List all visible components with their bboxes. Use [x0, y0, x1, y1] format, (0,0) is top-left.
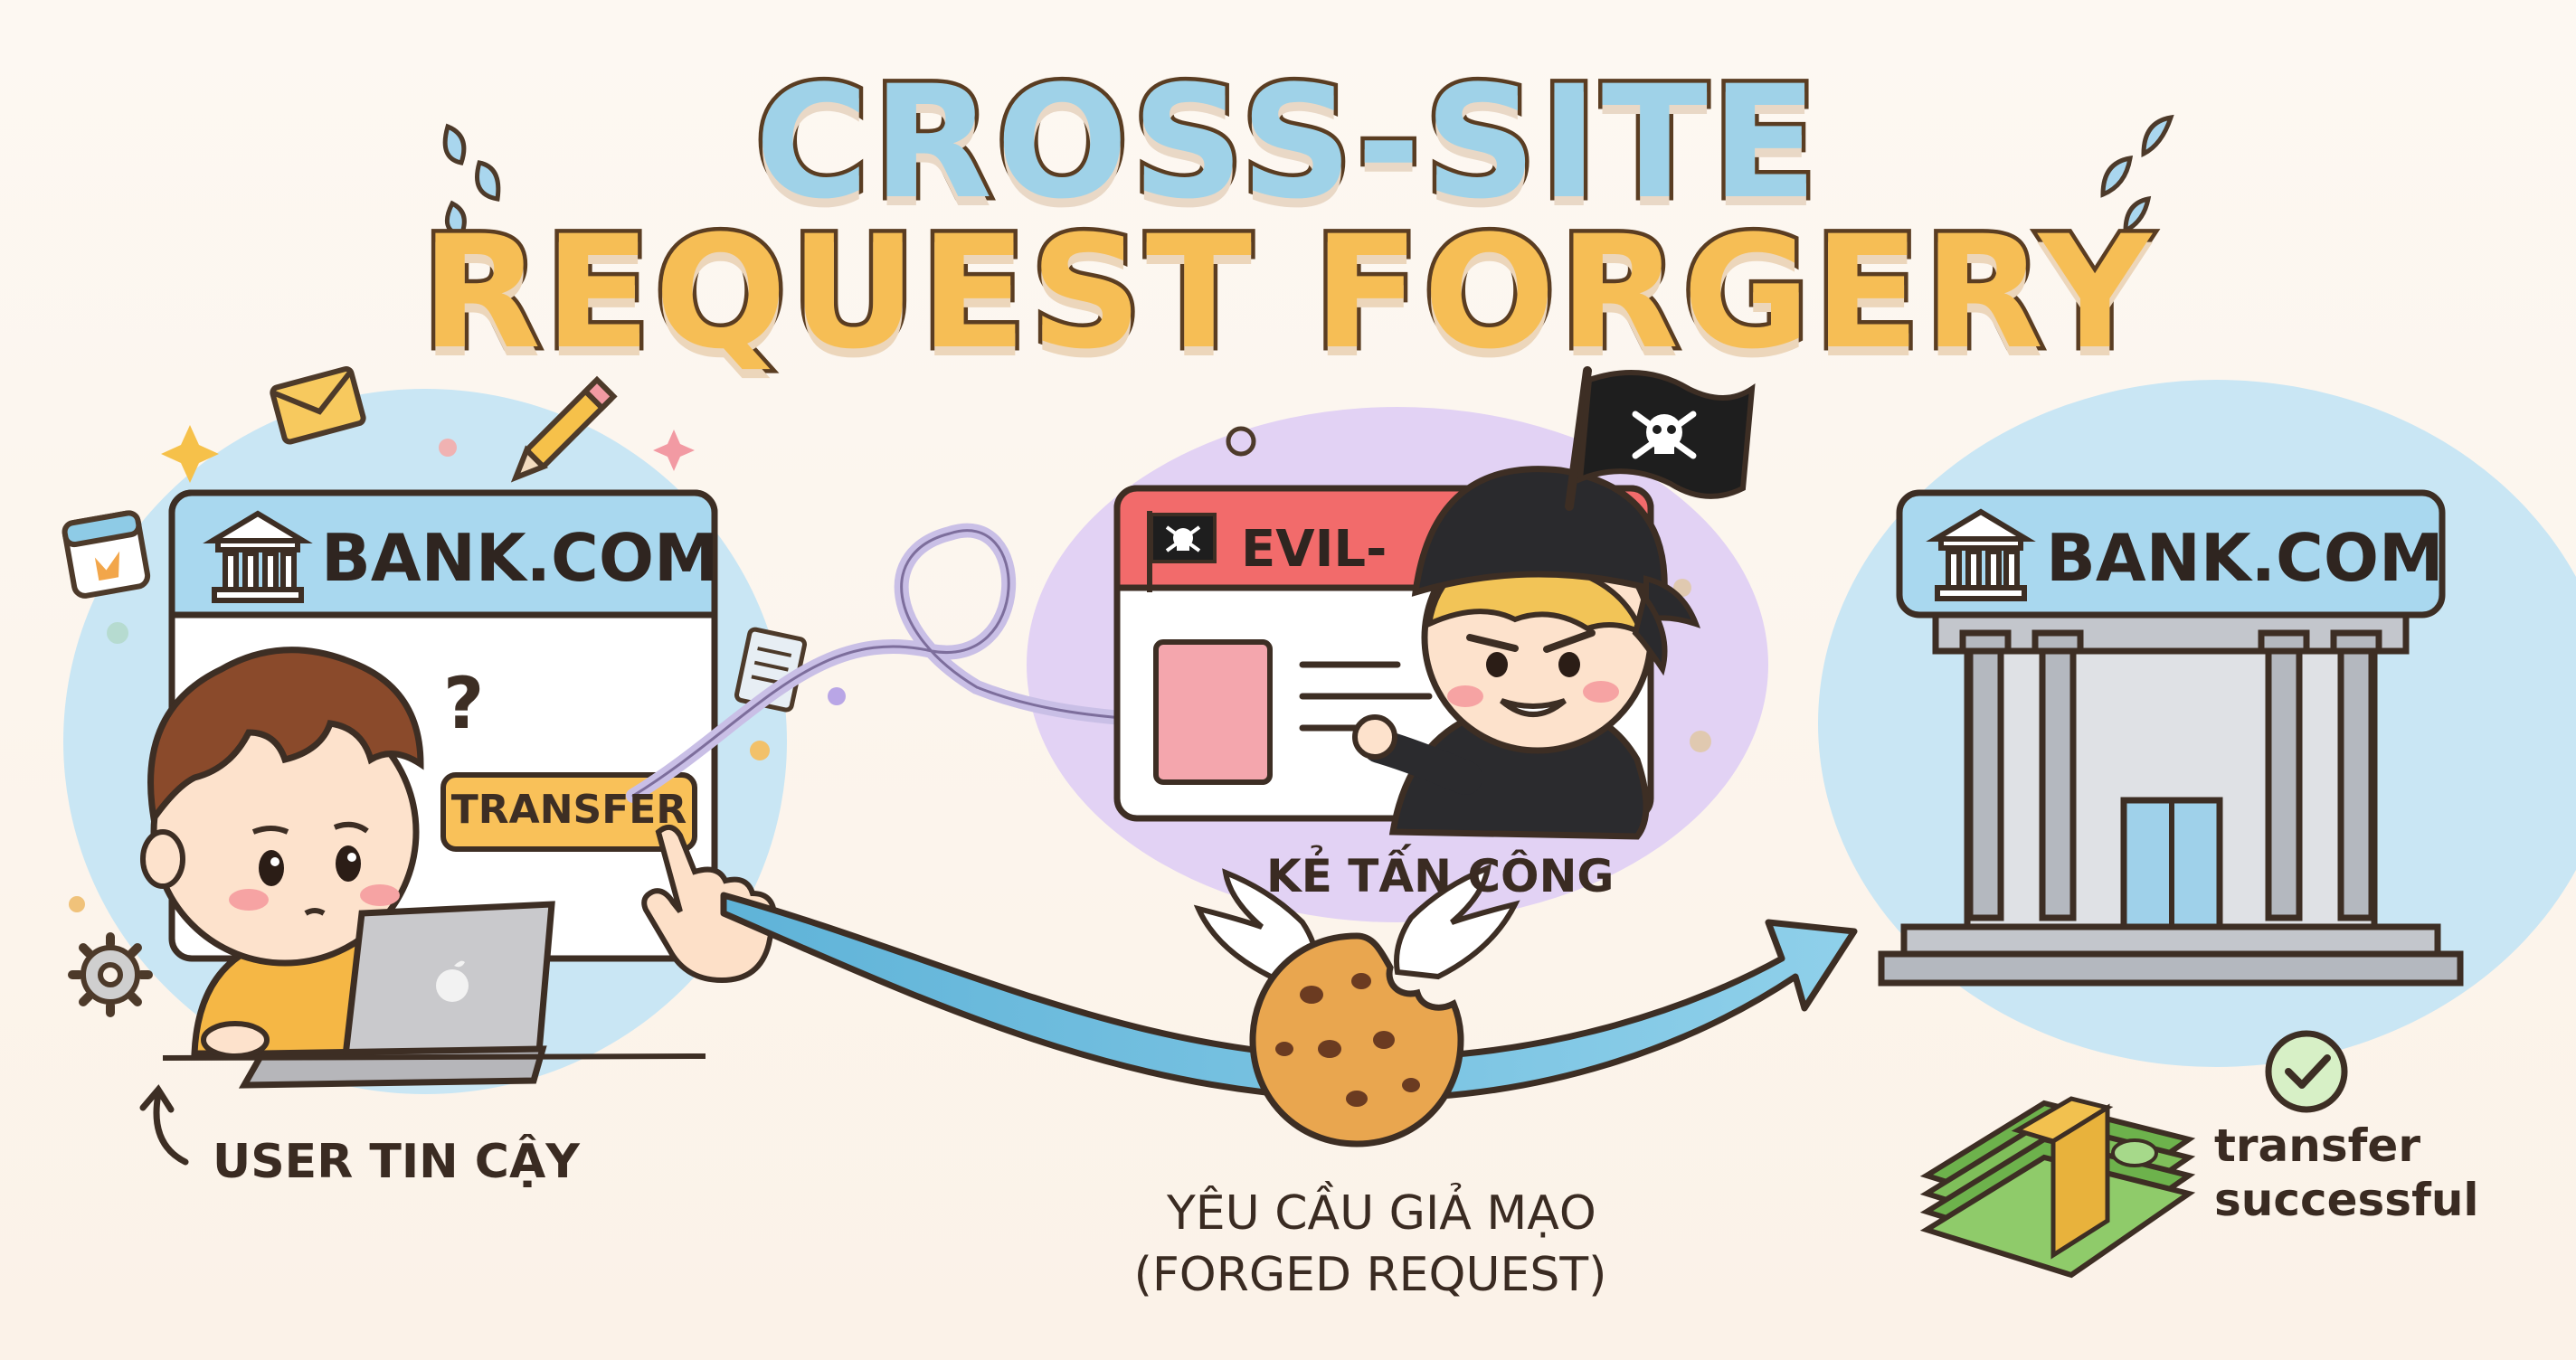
result-caption-line1: transfer: [2214, 1119, 2420, 1172]
money-stack-icon: [1919, 1096, 2196, 1279]
request-caption-line1: YÊU CẦU GIẢ MẠO: [1167, 1186, 1596, 1241]
skull-icon: [1632, 411, 1697, 459]
evil-window-domain: EVIL-: [1241, 520, 1387, 579]
cookie-icon: [1249, 932, 1464, 1148]
request-caption-line2: (FORGED REQUEST): [1133, 1248, 1607, 1302]
envelope-icon: [270, 366, 366, 445]
forged-request-arrow: [720, 892, 1858, 1102]
user-caption: USER TIN CẬY: [213, 1135, 580, 1189]
sparkle-icon: [69, 425, 1711, 912]
gear-icon: [68, 932, 153, 1017]
user-window-domain: BANK.COM: [321, 520, 719, 596]
question-mark: ?: [443, 664, 484, 745]
curved-arrow-icon: [139, 1084, 189, 1166]
apple-logo-icon: [436, 960, 469, 1002]
bank-building-icon: [1926, 508, 2036, 601]
title-line-2: REQUEST FORGERY: [417, 202, 2155, 383]
check-circle-icon: [2265, 1030, 2348, 1113]
attacker-character: [1352, 466, 1701, 840]
pirate-flag-icon: [1147, 511, 1217, 592]
water-drop-icon: [442, 114, 2174, 238]
bank-building: [1878, 489, 2464, 987]
transfer-button-label[interactable]: TRANSFER: [450, 787, 687, 833]
wings-icon: [1193, 864, 1520, 980]
bank-building-domain: BANK.COM: [2046, 520, 2444, 596]
skull-icon: [1165, 525, 1201, 552]
pencil-icon: [510, 375, 618, 483]
calendar-icon: [62, 510, 151, 599]
pirate-flag-icon: [1565, 366, 1756, 511]
attacker-caption: KẺ TẤN CÔNG: [1266, 850, 1615, 902]
user-character: [140, 647, 706, 1089]
pointer-hand-icon: [641, 824, 778, 984]
bank-building-icon: [203, 510, 313, 603]
title-line-1: CROSS-SITE: [751, 52, 1822, 233]
result-caption-line2: successful: [2214, 1174, 2479, 1226]
